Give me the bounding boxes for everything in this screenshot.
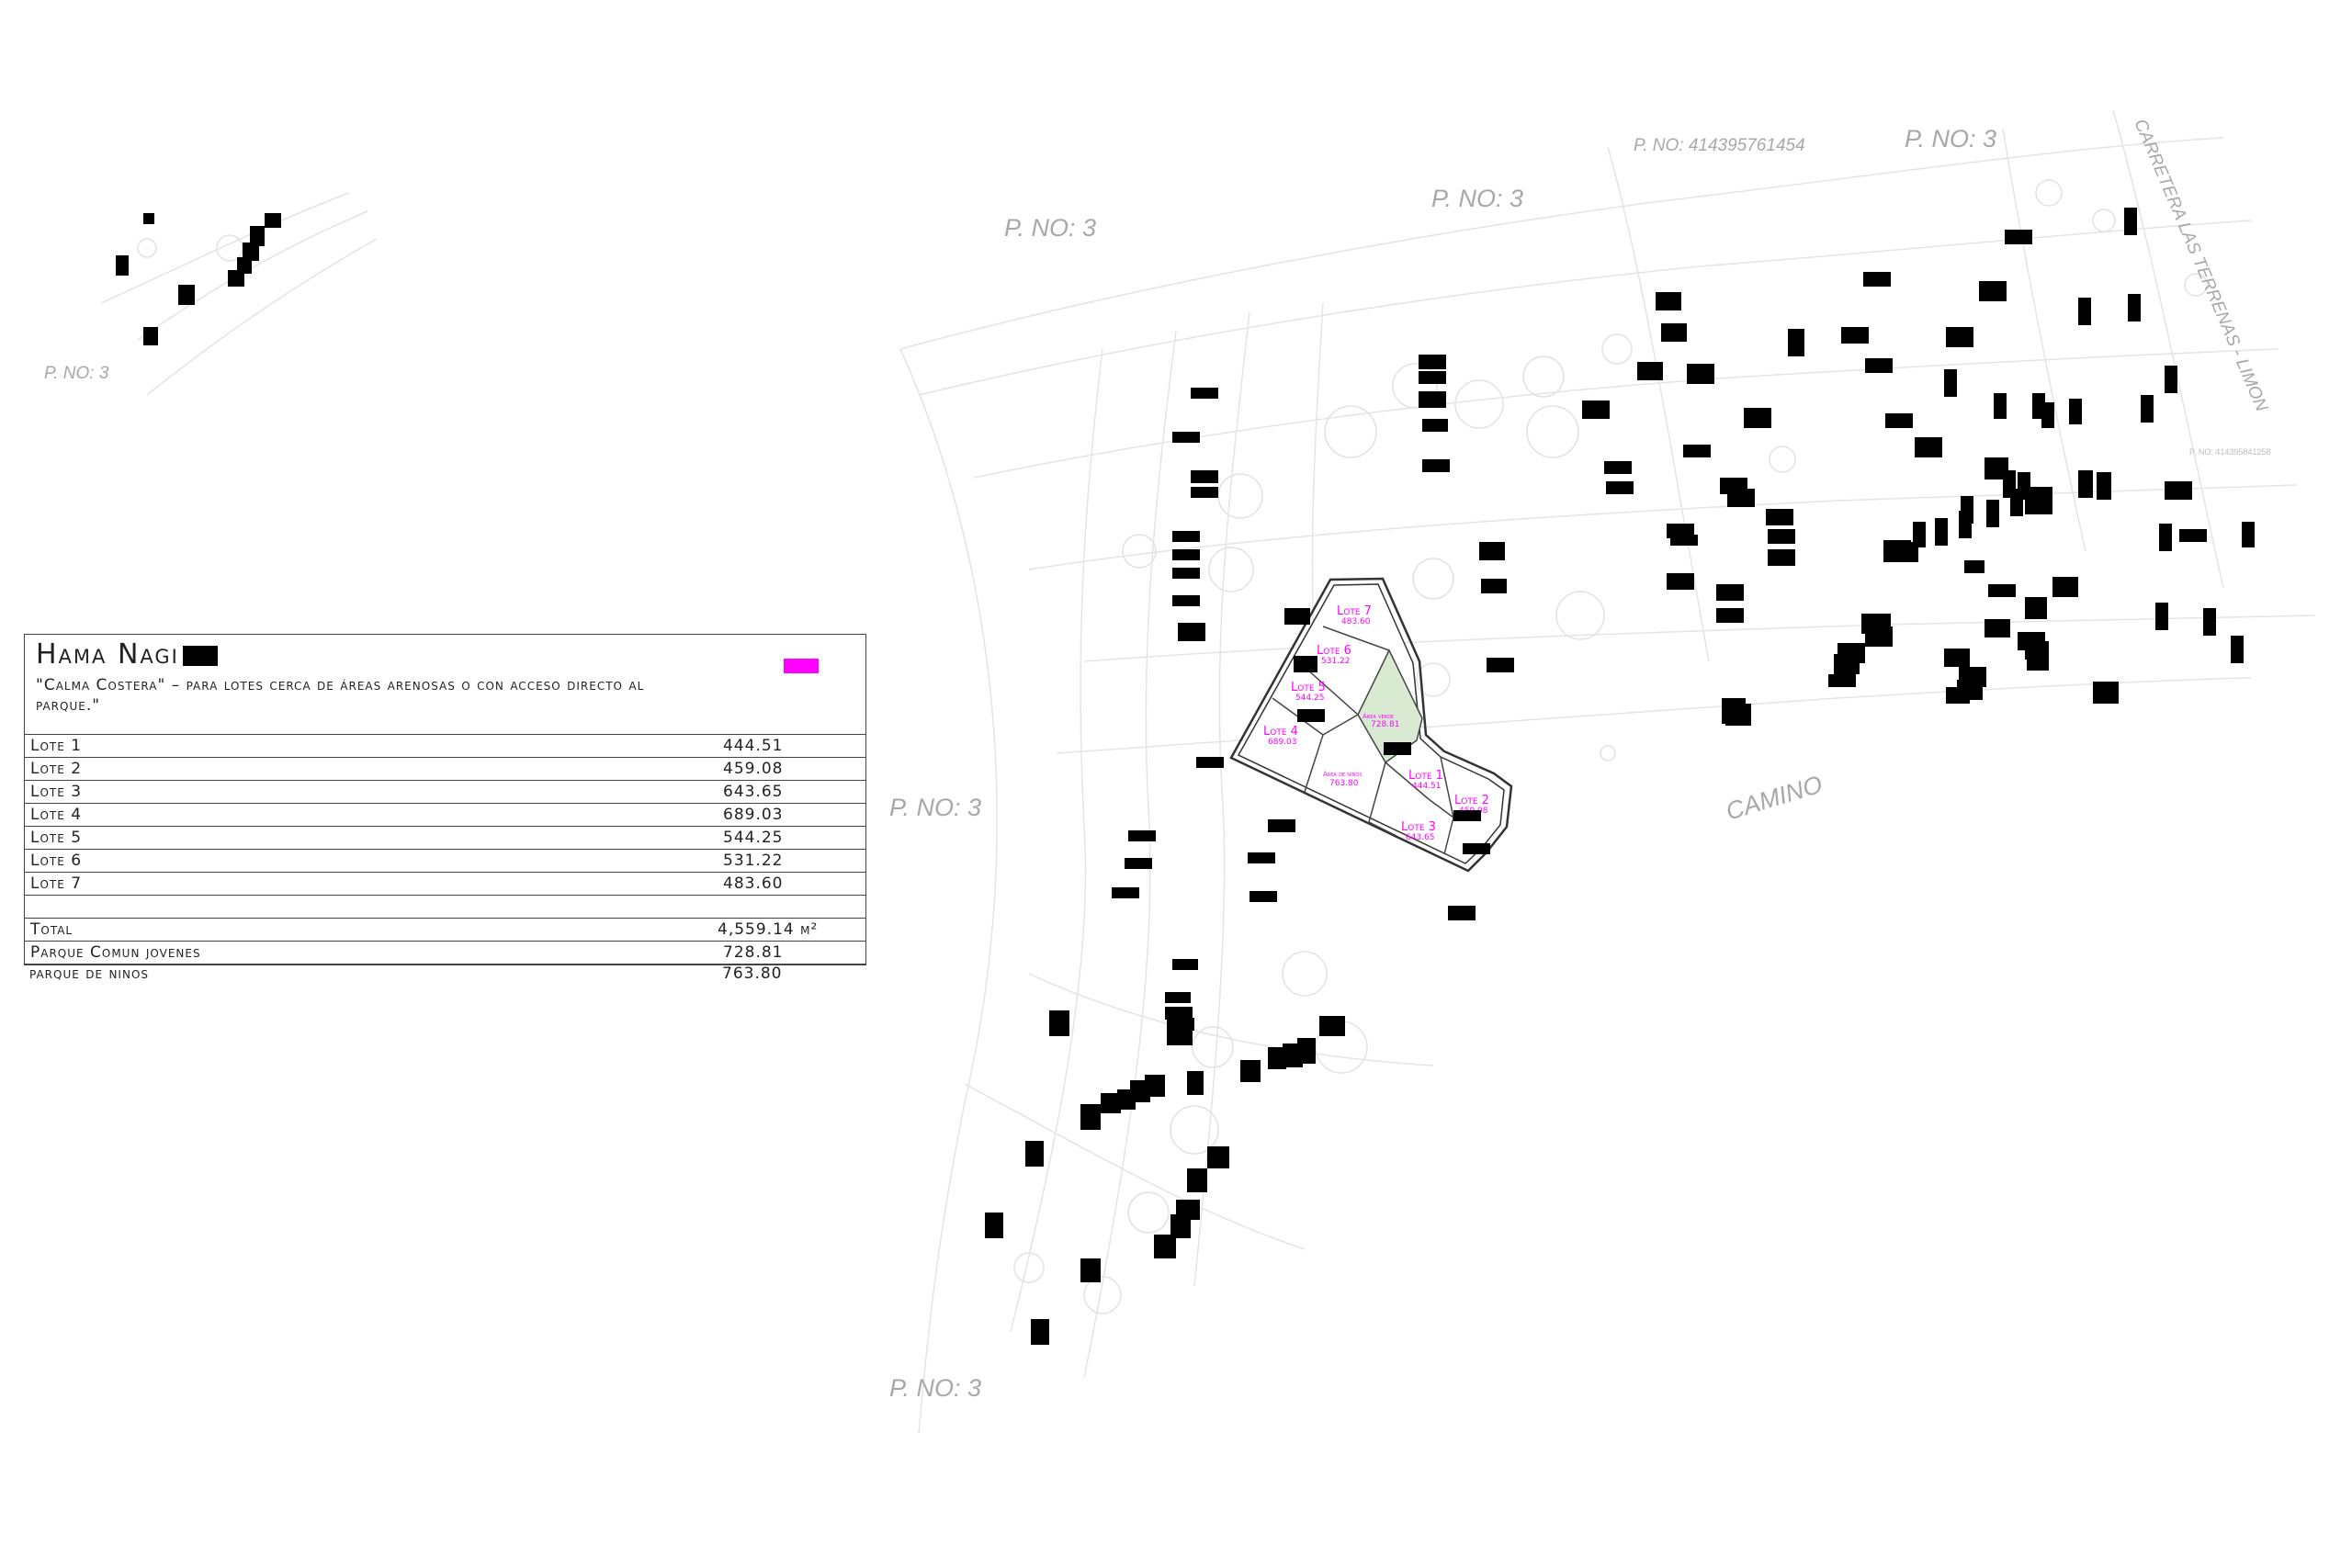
row-value: 689.03 [723, 806, 784, 824]
kids-area-name: Área de niños [1323, 770, 1362, 778]
row-value: 544.25 [723, 829, 784, 847]
park-row: Parque Comun jovenes 728.81 [25, 942, 865, 964]
row-label: Lote 4 [30, 806, 83, 824]
lot-5-area: 544.25 [1295, 694, 1325, 703]
lot-3-name: Lote 3 [1401, 820, 1436, 834]
table-row: Lote 1 444.51 [25, 735, 865, 758]
table-row: Lote 3 643.65 [25, 781, 865, 804]
total-value: 4,559.14 m² [718, 920, 819, 939]
row-value: 459.08 [723, 760, 784, 778]
parcel-id-label: P. NO: 414395761454 [1634, 136, 1805, 155]
park-value: 728.81 [723, 943, 784, 962]
legend-header: Hama Nagi "Calma Costera" – para lotes c… [25, 635, 865, 735]
lot-1-area: 444.51 [1412, 782, 1442, 791]
kids-area-area: 763.80 [1329, 779, 1359, 788]
kids-park-value: 763.80 [722, 964, 783, 983]
row-value: 444.51 [723, 737, 784, 755]
lot-1-name: Lote 1 [1408, 769, 1443, 783]
kids-park-row: parque de ninos 763.80 [24, 964, 865, 985]
row-label: Lote 5 [30, 829, 83, 847]
parcel-label-3: P. NO: 3 [1905, 125, 1996, 152]
total-label: Total [30, 920, 74, 939]
legend-table: Hama Nagi "Calma Costera" – para lotes c… [24, 634, 866, 965]
table-row: Lote 6 531.22 [25, 850, 865, 873]
tree-symbols [137, 179, 2208, 1314]
lot-5-name: Lote 5 [1291, 681, 1326, 694]
row-label: Lote 1 [30, 737, 83, 755]
redaction-blocks [116, 208, 2255, 1345]
lot-3-area: 643.65 [1406, 833, 1435, 842]
legend-description: "Calma Costera" – para lotes cerca de ár… [36, 676, 645, 715]
parcel-label-2: P. NO: 3 [1431, 185, 1523, 212]
parcel-label-5: P. NO: 3 [889, 794, 981, 821]
total-row: Total 4,559.14 m² [25, 919, 865, 942]
row-value: 531.22 [723, 852, 784, 870]
legend-color-swatch [784, 659, 819, 673]
lot-6-area: 531.22 [1321, 657, 1351, 666]
table-row: Lote 2 459.08 [25, 758, 865, 781]
legend-title: Hama Nagi [36, 638, 218, 671]
table-row: Lote 5 544.25 [25, 827, 865, 850]
row-label: Lote 2 [30, 760, 83, 778]
row-value: 483.60 [723, 874, 784, 893]
green-area-area: 728.81 [1371, 720, 1400, 729]
parcel-label-6: P. NO: 3 [889, 1374, 981, 1402]
lot-7-name: Lote 7 [1337, 604, 1372, 618]
lot-lines [1272, 626, 1454, 855]
table-row-blank [25, 896, 865, 919]
camino-label: CAMINO [1723, 770, 1826, 825]
row-label: Lote 6 [30, 852, 83, 870]
legend-title-text: Hama Nagi [36, 638, 179, 671]
parcel-label-4: P. NO: 3 [44, 364, 109, 383]
row-label: Lote 3 [30, 783, 83, 801]
parcel-label-1: P. NO: 3 [1004, 214, 1096, 242]
site-outer-boundary [1229, 577, 1513, 873]
table-row: Lote 7 483.60 [25, 873, 865, 896]
table-row: Lote 4 689.03 [25, 804, 865, 827]
small-parcel-label: P. NO: 414395841258 [2189, 447, 2270, 457]
redaction-mark [182, 645, 218, 666]
lot-2-name: Lote 2 [1454, 794, 1489, 807]
lot-4-name: Lote 4 [1263, 725, 1298, 739]
row-label: Lote 7 [30, 874, 83, 893]
green-area-name: Área verde [1363, 712, 1394, 720]
road-label: CARRETERA LAS TERRENAS - LIMON [2130, 117, 2271, 415]
lot-6-name: Lote 6 [1317, 644, 1351, 658]
kids-park-label: parque de ninos [29, 964, 150, 983]
lot-4-area: 689.03 [1268, 738, 1297, 747]
park-label: Parque Comun jovenes [30, 943, 201, 962]
lot-7-area: 483.60 [1341, 617, 1371, 626]
row-value: 643.65 [723, 783, 784, 801]
